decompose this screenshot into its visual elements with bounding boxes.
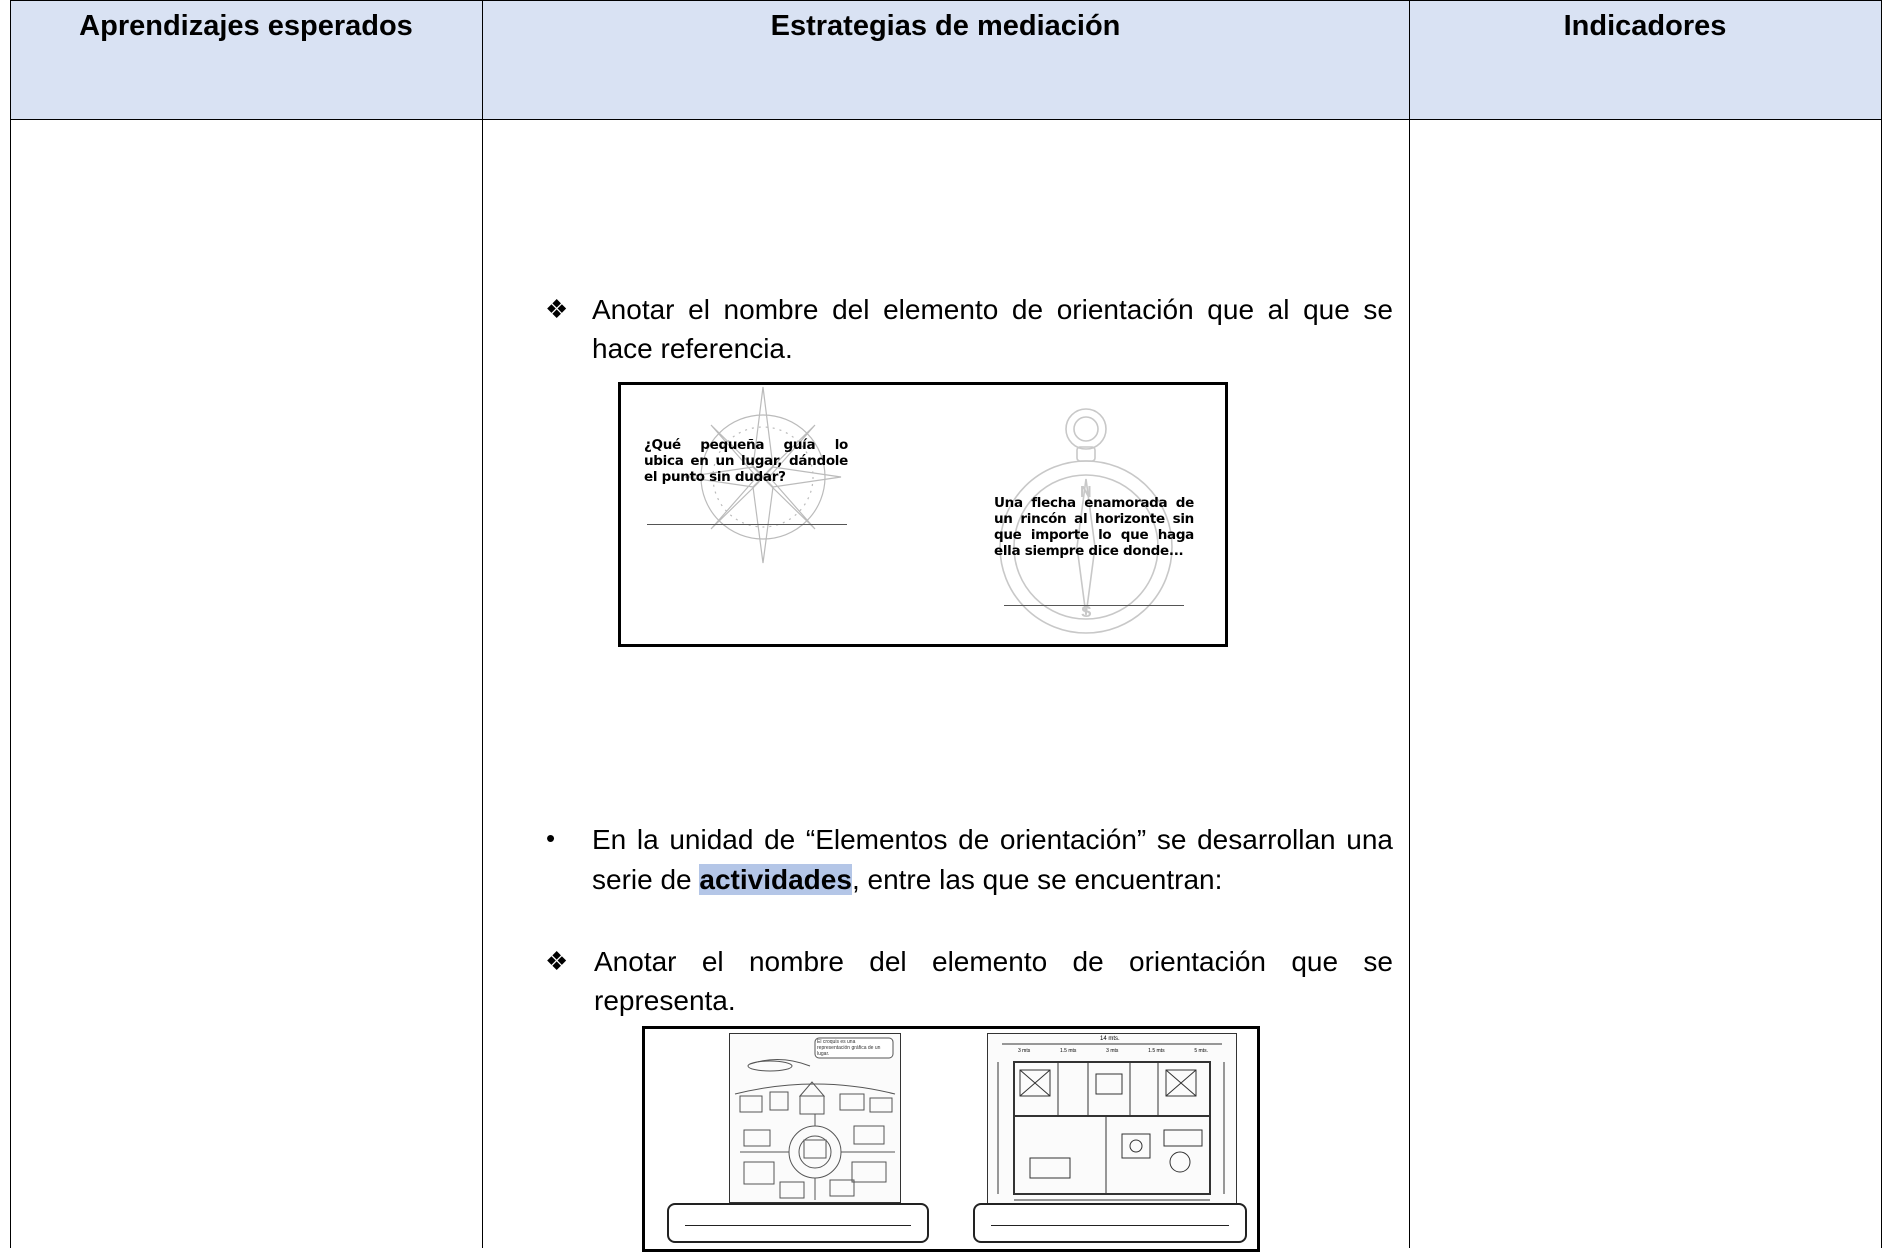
answer-line [991, 1225, 1229, 1226]
answer-box-right [973, 1203, 1247, 1243]
highlighted-word: actividades [699, 864, 852, 895]
table-header-row [10, 0, 1882, 119]
compass-icon: N S [999, 408, 1173, 634]
answer-box-left [667, 1203, 929, 1243]
riddle-left-line3: el punto sin dudar? [644, 469, 786, 485]
riddle-right: Una flecha enamorada de un rincón al hor… [994, 495, 1194, 559]
unit-intro-line2-end: , entre las que se encuentran: [851, 864, 1223, 895]
plan-top-label: 14 mts. [1100, 1036, 1120, 1042]
header-aprendizajes: Aprendizajes esperados [79, 10, 413, 42]
header-indicadores: Indicadores [1563, 10, 1727, 42]
riddle-left-line2: ubica en un lugar, dándole [644, 453, 848, 469]
town-sketch-picture [729, 1033, 901, 1203]
answer-line-left [647, 524, 847, 525]
plan-segment-labels: 3 mts 1.5 mts 3 mts 1.5 mts 5 mts. [1018, 1048, 1208, 1054]
answer-line [685, 1225, 911, 1226]
town-sketch-icon [734, 1037, 896, 1200]
header-estrategias: Estrategias de mediación [770, 10, 1121, 42]
diamond-bullet-icon: ❖ [545, 946, 569, 976]
compass-rose-icon [684, 386, 842, 564]
unit-intro-line2-start: serie de [592, 864, 700, 895]
svg-text:S: S [1081, 604, 1092, 621]
table-right-border [1881, 0, 1882, 1248]
plan-segment-label: 3 mts [1106, 1048, 1119, 1054]
column-divider-2 [1409, 0, 1410, 1248]
riddle-right-line2: un rincón al horizonte sin [994, 511, 1194, 527]
floor-plan-picture: 14 mts. 3 mts 1.5 mts 3 mts 1.5 mts 5 mt… [987, 1033, 1237, 1207]
sketch-callout: El croquis es una representación gráfica… [817, 1039, 881, 1057]
column-divider-1 [482, 0, 483, 1248]
diamond-bullet-icon: ❖ [545, 294, 569, 324]
unit-intro-line2: serie de actividades, entre las que se e… [592, 860, 1393, 899]
activity1-text-line2: hace referencia. [592, 333, 793, 364]
riddle-right-line3: que importe lo que haga [994, 527, 1194, 543]
plan-segment-label: 5 mts. [1194, 1048, 1208, 1054]
unit-intro-line1: En la unidad de “Elementos de orientació… [592, 824, 1393, 855]
plan-segment-label: 1.5 mts [1060, 1048, 1077, 1054]
activity1-text-line1: Anotar el nombre del elemento de orienta… [592, 294, 1393, 325]
table-left-border [10, 0, 11, 1248]
activity2-text-line2: representa. [594, 985, 736, 1016]
representation-image: El croquis es una representación gráfica… [642, 1026, 1260, 1252]
round-bullet-icon: • [546, 823, 556, 853]
svg-text:N: N [1080, 484, 1092, 501]
plan-segment-label: 1.5 mts [1148, 1048, 1165, 1054]
riddle-right-line4: ella siempre dice donde... [994, 543, 1184, 559]
activity2-text-line1: Anotar el nombre del elemento de orienta… [594, 946, 1393, 977]
floor-plan-icon [997, 1043, 1225, 1201]
riddle-right-line1: Una flecha enamorada de [994, 495, 1194, 511]
riddle-image: N S ¿Qué pequeña guía lo ubica en un lug… [618, 382, 1228, 647]
riddle-left-line1: ¿Qué pequeña guía lo [644, 437, 848, 453]
plan-segment-label: 3 mts [1018, 1048, 1031, 1054]
answer-line-right [1004, 605, 1184, 606]
header-bottom-border [10, 119, 1882, 120]
table-top-border [10, 0, 1882, 1]
riddle-left: ¿Qué pequeña guía lo ubica en un lugar, … [644, 437, 848, 485]
